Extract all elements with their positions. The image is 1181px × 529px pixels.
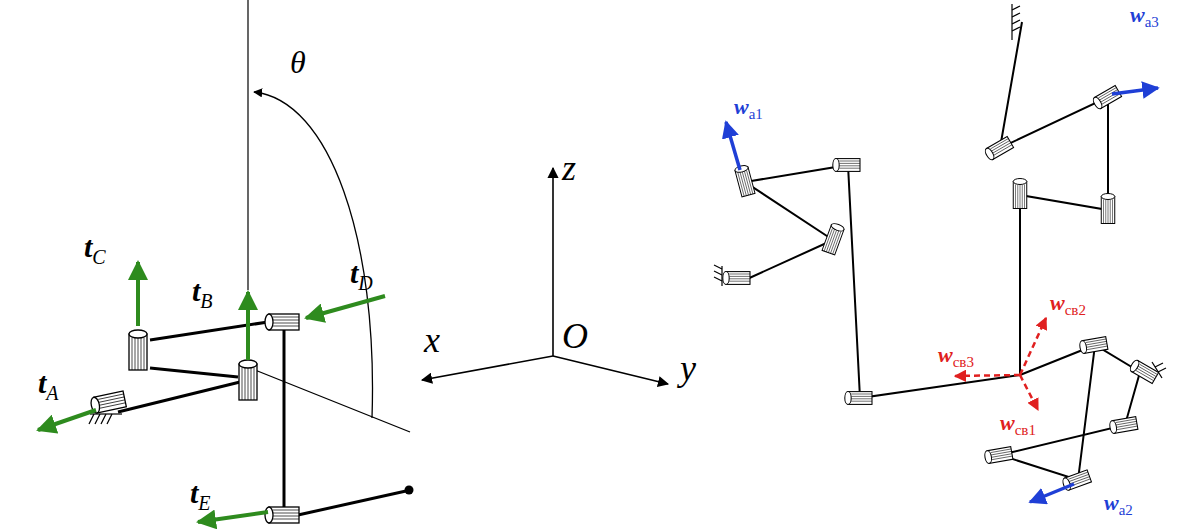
right-joint-symbols [723,85,1159,491]
vector-subscript: a3 [1145,14,1159,30]
vector-label: wa2 [1104,492,1133,518]
vector-subscript: D [358,272,372,294]
vector-label: wсв1 [1000,412,1036,438]
axis-label: O [562,318,588,354]
vector-label: wсв3 [938,344,974,370]
joint-symbols [90,314,299,523]
axis-label: y [680,350,696,386]
vector-symbol: w [734,94,749,119]
vector-subscript: св1 [1015,422,1036,438]
vector-subscript: B [200,290,212,312]
vector-label: tC [84,232,106,267]
axis-label: θ [290,46,306,78]
reference-lines [248,0,410,432]
vector-label: tD [350,258,373,293]
twist-arrows [38,262,385,522]
vector-subscript: E [198,492,210,514]
right-ground-hatch [714,4,1166,378]
vector-subscript: a2 [1119,502,1133,518]
vector-subscript: св3 [953,354,974,370]
vector-subscript: св2 [1065,302,1086,318]
vector-subscript: a1 [749,106,763,122]
vector-subscript: A [46,382,58,404]
end-point [405,486,414,495]
vector-symbol: t [38,366,46,399]
axis-label: z [562,150,576,186]
axis-label: x [424,322,440,358]
vector-label: wсв2 [1050,292,1086,318]
vector-symbol: t [190,476,198,509]
vector-label: tB [192,276,213,311]
vector-symbol: t [84,230,92,263]
vector-symbol: w [1050,290,1065,315]
links [118,322,406,515]
ground-hatch [89,414,122,424]
right-links [745,22,1140,480]
vector-label: wa1 [734,96,763,122]
coordinate-axes [422,168,668,384]
vector-subscript: C [92,246,105,268]
vector-symbol: t [192,274,200,307]
vector-symbol: w [1104,490,1119,515]
actuation-wrenches [726,88,1158,502]
vector-symbol: w [1130,2,1145,27]
vector-symbol: w [938,342,953,367]
vector-label: tE [190,478,211,513]
vector-label: tA [38,368,59,403]
vector-symbol: w [1000,410,1015,435]
vector-label: wa3 [1130,4,1159,30]
vector-symbol: t [350,256,358,289]
